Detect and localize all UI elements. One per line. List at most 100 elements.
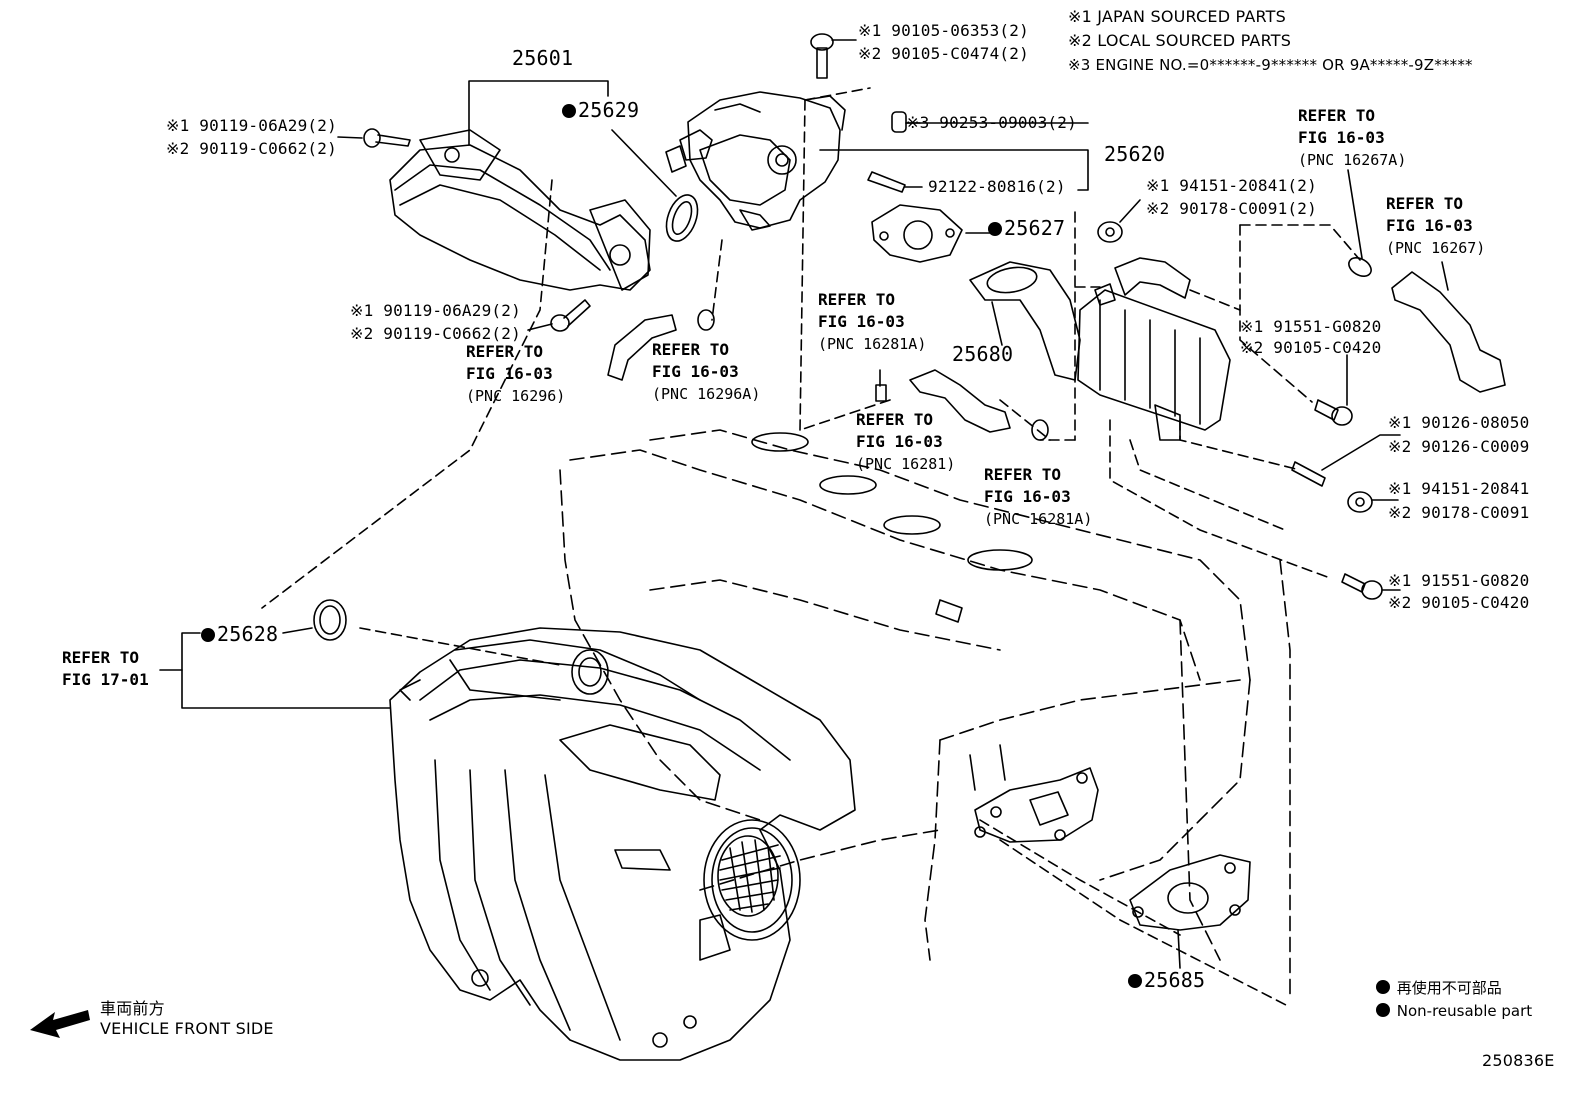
- ref-fig-17-01[interactable]: REFER TO FIG 17-01: [62, 647, 149, 691]
- callout-left-bolt-a2: ※2 90119-C0662(2): [166, 139, 337, 158]
- stud-92122: [867, 171, 906, 193]
- ref-pnc: (PNC 16267): [1386, 239, 1486, 257]
- ref-line1: REFER TO: [466, 342, 544, 361]
- callout-right-stud-1: ※1 90126-08050: [1388, 413, 1530, 432]
- part-25627: 25627: [988, 216, 1065, 240]
- non-reusable-dot-icon: [1376, 980, 1390, 994]
- non-reusable-dot-icon: [1376, 1003, 1390, 1017]
- hose-16296: [607, 314, 677, 381]
- note-engine-no: ※3 ENGINE NO.=0******-9****** OR 9A*****…: [1068, 56, 1473, 74]
- ref-pnc-16267[interactable]: REFER TO FIG 16-03 (PNC 16267): [1386, 193, 1485, 259]
- nut-94151: [1097, 221, 1123, 243]
- ref-pnc-16296[interactable]: REFER TO FIG 16-03 (PNC 16296): [466, 341, 565, 407]
- vehicle-front-en: VEHICLE FRONT SIDE: [100, 1019, 274, 1038]
- non-reusable-dot-icon: [201, 628, 215, 642]
- ref-line2: FIG 16-03: [652, 362, 739, 381]
- ref-pnc-16296a[interactable]: REFER TO FIG 16-03 (PNC 16296A): [652, 339, 760, 405]
- egr-pipe-25601: [389, 129, 651, 291]
- legend-jp: 再使用不可部品: [1376, 977, 1502, 998]
- callout-right-nut-2: ※2 90178-C0091: [1388, 503, 1530, 522]
- vehicle-front-arrow-icon: [30, 1010, 90, 1038]
- callout-nut-1: ※1 94151-20841(2): [1146, 176, 1317, 195]
- clamp-16296a: [697, 309, 715, 331]
- nut-right: [1347, 491, 1373, 513]
- hose-16267: [1391, 271, 1506, 393]
- ref-pnc: (PNC 16296A): [652, 385, 761, 403]
- ref-line2: FIG 16-03: [984, 487, 1071, 506]
- bolt-right-upper: [1314, 399, 1353, 426]
- ref-pnc-16281a-top[interactable]: REFER TO FIG 16-03 (PNC 16281A): [818, 289, 926, 355]
- ref-pnc-16281a-bottom[interactable]: REFER TO FIG 16-03 (PNC 16281A): [984, 464, 1092, 530]
- non-reusable-dot-icon: [988, 222, 1002, 236]
- callout-right-nut-1: ※1 94151-20841: [1388, 479, 1530, 498]
- bolt-top: [810, 33, 834, 79]
- part-25629: 25629: [562, 98, 639, 122]
- gasket-25628: [313, 599, 347, 641]
- legend-en-text: Non-reusable part: [1396, 1002, 1533, 1020]
- callout-left-bolt-a1: ※1 90119-06A29(2): [166, 116, 337, 135]
- ref-pnc-16267a[interactable]: REFER TO FIG 16-03 (PNC 16267A): [1298, 105, 1406, 171]
- ref-pnc: (PNC 16281A): [984, 510, 1093, 528]
- clamp-16281a-lower: [1031, 419, 1049, 441]
- hose-clamp-16267a: [1348, 257, 1372, 277]
- ref-line2: FIG 16-03: [818, 312, 905, 331]
- gasket-25629: [665, 194, 699, 242]
- callout-bolt-top-2: ※2 90105-C0474(2): [858, 44, 1029, 63]
- non-reusable-dot-icon: [562, 104, 576, 118]
- ref-line1: REFER TO: [62, 648, 140, 667]
- ref-pnc: (PNC 16296): [466, 387, 566, 405]
- ref-line2: FIG 16-03: [856, 432, 943, 451]
- ref-line2: FIG 17-01: [62, 670, 149, 689]
- ref-line2: FIG 16-03: [466, 364, 553, 383]
- part-25680: 25680: [952, 342, 1014, 366]
- callout-pin: ※3 90253-09003(2): [906, 113, 1077, 132]
- ref-line1: REFER TO: [856, 410, 934, 429]
- legend-jp-text: 再使用不可部品: [1396, 979, 1502, 997]
- egr-valve: [665, 91, 846, 231]
- vehicle-front-jp: 車両前方: [100, 999, 165, 1018]
- note-japan-sourced: ※1 JAPAN SOURCED PARTS: [1068, 7, 1287, 26]
- callout-right-bolt-b1: ※1 91551-G0820: [1388, 571, 1530, 590]
- bolt-left-upper: [363, 128, 411, 148]
- part-25685: 25685: [1128, 968, 1205, 992]
- ref-line1: REFER TO: [984, 465, 1062, 484]
- ref-line1: REFER TO: [818, 290, 896, 309]
- ref-pnc-16281[interactable]: REFER TO FIG 16-03 (PNC 16281): [856, 409, 955, 475]
- part-25620: 25620: [1104, 142, 1166, 166]
- dashed-leaders: [261, 87, 1361, 1006]
- note-local-sourced: ※2 LOCAL SOURCED PARTS: [1068, 31, 1292, 50]
- gasket-25685: [1129, 854, 1251, 931]
- gasket-25627: [871, 204, 963, 263]
- callout-right-bolt-a2: ※2 90105-C0420: [1240, 338, 1382, 357]
- callout-nut-2: ※2 90178-C0091(2): [1146, 199, 1317, 218]
- part-25628: 25628: [201, 622, 278, 646]
- legend-en: Non-reusable part: [1376, 1002, 1532, 1020]
- ref-pnc: (PNC 16281): [856, 455, 956, 473]
- part-25601: 25601: [512, 46, 574, 70]
- callout-right-bolt-b2: ※2 90105-C0420: [1388, 593, 1530, 612]
- ref-line1: REFER TO: [652, 340, 730, 359]
- ref-pnc: (PNC 16267A): [1298, 151, 1407, 169]
- bolt-right-lower: [1341, 573, 1383, 600]
- cam-cover-ports: [751, 432, 1033, 623]
- pin-90253: [891, 111, 907, 133]
- intake-manifold: [389, 627, 856, 1061]
- clip-16281a: [875, 384, 887, 402]
- engine-block: [559, 429, 1291, 1001]
- block-egr-flange: [969, 744, 1099, 843]
- callout-stud-92122: 92122-80816(2): [928, 177, 1066, 196]
- callout-bolt-top-1: ※1 90105-06353(2): [858, 21, 1029, 40]
- ref-line1: REFER TO: [1386, 194, 1464, 213]
- egr-cooler: [1077, 257, 1231, 441]
- ref-line1: REFER TO: [1298, 106, 1376, 125]
- hose-16281: [909, 369, 1011, 433]
- throttle-body-opening: [703, 819, 801, 941]
- stud-right: [1291, 461, 1326, 487]
- ref-line2: FIG 16-03: [1298, 128, 1385, 147]
- figure-code: 250836E: [1482, 1051, 1555, 1070]
- ref-line2: FIG 16-03: [1386, 216, 1473, 235]
- non-reusable-dot-icon: [1128, 974, 1142, 988]
- bolt-left-lower: [550, 299, 591, 332]
- callout-right-bolt-a1: ※1 91551-G0820: [1240, 317, 1382, 336]
